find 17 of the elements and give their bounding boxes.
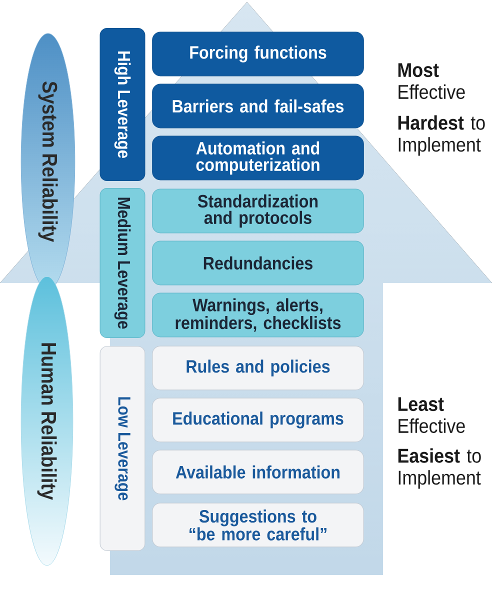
strategy-box: Warnings, alerts, reminders, checklists: [152, 292, 364, 338]
side-label: Easiest to Implement: [398, 448, 481, 489]
strategy-box: Available information: [152, 450, 364, 494]
strategy-box: Forcing functions: [152, 32, 364, 76]
side-label: Hardest to Implement: [398, 115, 485, 156]
leverage-band: Low Leverage: [100, 346, 146, 551]
strategy-box: Barriers and fail-safes: [152, 84, 364, 128]
side-label: Most Effective: [398, 63, 465, 99]
strategy-box: Suggestions to “be more careful”: [152, 502, 364, 548]
leverage-band: Medium Leverage: [100, 188, 146, 338]
strategy-box: Automation and computerization: [152, 136, 364, 180]
strategy-box: Educational programs: [152, 398, 364, 442]
side-label: Least Effective: [398, 397, 465, 433]
strategy-box: Redundancies: [152, 240, 364, 286]
leverage-band: High Leverage: [100, 28, 146, 182]
strategy-box: Rules and policies: [152, 346, 364, 390]
strategy-box: Standardization and protocols: [152, 188, 364, 234]
